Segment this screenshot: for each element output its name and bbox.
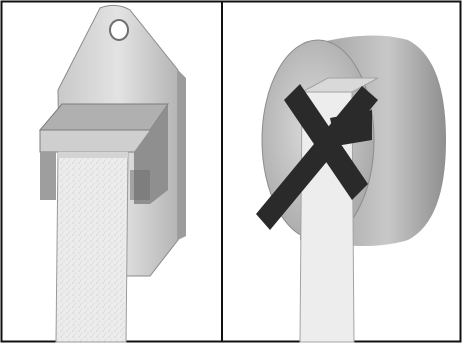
- screw-hole-icon: [110, 20, 128, 40]
- plate-bevel: [178, 70, 186, 240]
- strap: [56, 152, 128, 342]
- strap-fold: [58, 152, 128, 158]
- guide-bracket-front: [40, 130, 150, 152]
- guide-bracket-top: [40, 104, 168, 130]
- bracket-shadow: [130, 170, 150, 200]
